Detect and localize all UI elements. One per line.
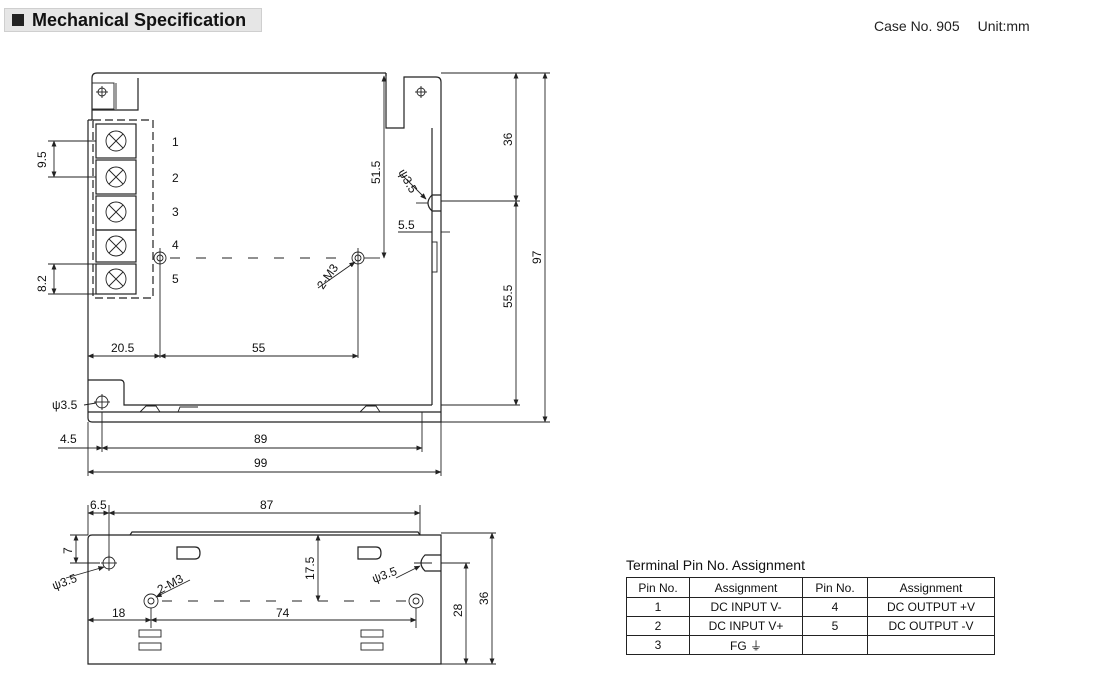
table-cell: 4 <box>802 597 868 617</box>
side-m3-hole-right <box>408 593 424 609</box>
side-m3-hole-left <box>143 593 159 609</box>
unit-label: Unit:mm <box>977 18 1030 34</box>
header-square-icon <box>12 14 24 26</box>
table-cell: 3 <box>626 635 690 655</box>
terminal-block <box>95 123 137 295</box>
top-hole-label: 2-M3 <box>314 261 341 292</box>
table-row: 2 DC INPUT V+ 5 DC OUTPUT -V <box>626 616 995 636</box>
header-pin-no-2: Pin No. <box>802 577 868 598</box>
table-cell: DC INPUT V- <box>689 597 803 617</box>
table-cell: 5 <box>802 616 868 636</box>
side-mid-height-dim: 17.5 <box>303 556 317 580</box>
right-upper-dim: 36 <box>501 132 515 146</box>
table-header-row: Pin No. Assignment Pin No. Assignment <box>626 577 995 598</box>
table-row: 3 FG ⏚ <box>626 635 995 655</box>
left-hole-diameter: ψ3.5 <box>52 398 78 412</box>
overall-height-dim: 97 <box>530 250 544 264</box>
side-view: 6.5 87 7 ψ3.5 2-M3 17.5 ψ3.5 18 74 28 3 <box>50 498 496 665</box>
pitch-dim: 9.5 <box>35 151 49 168</box>
terminal-height-dim: 8.2 <box>35 275 49 292</box>
table-cell <box>867 635 995 655</box>
side-hole-spacing-dim: 74 <box>276 606 290 620</box>
slot-diameter: ψ3.5 <box>395 167 420 196</box>
terminal-number-1: 1 <box>172 135 179 149</box>
top-vertical-dim: 51.5 <box>369 160 383 184</box>
terminal-number-5: 5 <box>172 272 179 286</box>
table-cell: 2 <box>626 616 690 636</box>
right-lower-dim: 55.5 <box>501 284 515 308</box>
table-cell: DC OUTPUT -V <box>867 616 995 636</box>
terminal-number-3: 3 <box>172 205 179 219</box>
section-title: Mechanical Specification <box>32 10 247 30</box>
table-cell <box>802 635 868 655</box>
side-hole-height-dim: 7 <box>61 547 75 554</box>
table-cell: DC INPUT V+ <box>689 616 803 636</box>
header-assignment-2: Assignment <box>867 577 995 598</box>
side-hole-label: 2-M3 <box>155 571 186 596</box>
side-top-width-dim: 87 <box>260 498 274 512</box>
side-overall-height-dim: 36 <box>477 591 491 605</box>
top-view: 1 2 3 4 5 2-M3 9.5 8.2 20.5 55 5 <box>35 72 550 476</box>
pin-table-caption: Terminal Pin No. Assignment <box>626 557 805 573</box>
pin-assignment-table: Pin No. Assignment Pin No. Assignment 1 … <box>626 577 995 655</box>
hole-spacing-dim: 55 <box>252 341 266 355</box>
side-left-hole-x-dim: 18 <box>112 606 126 620</box>
inner-width-dim: 89 <box>254 432 268 446</box>
table-cell: FG ⏚ <box>689 635 803 655</box>
top-outline <box>91 72 387 79</box>
side-outline <box>87 534 442 665</box>
case-number: Case No. 905 <box>874 18 960 34</box>
table-row: 1 DC INPUT V- 4 DC OUTPUT +V <box>626 597 995 617</box>
terminal-number-2: 2 <box>172 171 179 185</box>
side-right-hole-diameter: ψ3.5 <box>370 564 399 586</box>
case-info: Case No. 905 Unit:mm <box>874 18 1030 34</box>
side-mount-height-dim: 28 <box>451 603 465 617</box>
table-cell: DC OUTPUT +V <box>867 597 995 617</box>
table-cell: 1 <box>626 597 690 617</box>
header-pin-no-1: Pin No. <box>626 577 690 598</box>
side-left-hole-diameter: ψ3.5 <box>50 571 79 593</box>
header-assignment-1: Assignment <box>689 577 803 598</box>
terminal-number-4: 4 <box>172 238 179 252</box>
section-header: Mechanical Specification <box>4 8 262 32</box>
overall-width-dim: 99 <box>254 456 268 470</box>
left-offset-dim: 4.5 <box>60 432 77 446</box>
side-left-offset-dim: 6.5 <box>90 498 107 512</box>
hole-offset-x-dim: 20.5 <box>111 341 135 355</box>
slot-offset-dim: 5.5 <box>398 218 415 232</box>
